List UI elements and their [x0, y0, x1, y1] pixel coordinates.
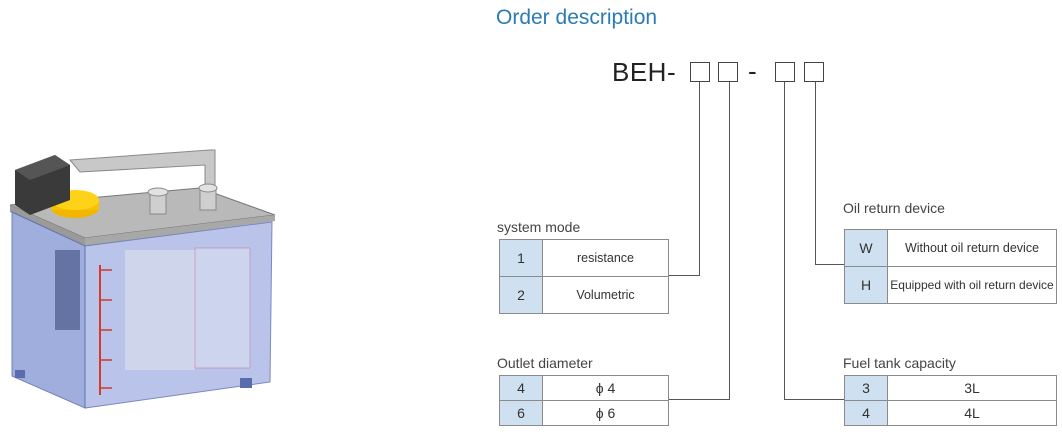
option-description: ϕ 6 — [542, 400, 669, 426]
code-separator: - — [748, 56, 757, 86]
code-slot-oil-return — [804, 62, 824, 82]
table-row: W Without oil return device — [844, 229, 1057, 267]
option-code: W — [844, 229, 888, 267]
option-code: H — [844, 266, 888, 304]
outlet-diameter-title: Outlet diameter — [497, 355, 593, 371]
model-code-prefix: BEH- — [612, 57, 677, 87]
option-code: 4 — [844, 400, 888, 426]
option-description: 4L — [887, 400, 1057, 426]
oil-return-table: W Without oil return device H Equipped w… — [844, 229, 1057, 304]
connector-line — [815, 264, 844, 265]
table-row: 1 resistance — [499, 239, 669, 277]
table-row: 4 4L — [844, 400, 1057, 426]
connector-line — [699, 82, 700, 276]
connector-line — [784, 82, 785, 400]
table-row: 6 ϕ 6 — [499, 400, 669, 426]
code-slot-outlet-diameter — [718, 62, 738, 82]
connector-line — [668, 399, 730, 400]
option-description: Equipped with oil return device — [887, 266, 1057, 304]
fuel-tank-capacity-title: Fuel tank capacity — [843, 355, 956, 371]
table-row: H Equipped with oil return device — [844, 266, 1057, 304]
connector-line — [815, 82, 816, 265]
option-description: ϕ 4 — [542, 375, 669, 401]
option-code: 6 — [499, 400, 543, 426]
connector-line — [668, 275, 700, 276]
code-slot-fuel-tank — [775, 62, 795, 82]
option-code: 2 — [499, 276, 543, 314]
table-row: 2 Volumetric — [499, 276, 669, 314]
order-description-title: Order description — [496, 6, 658, 29]
option-code: 3 — [844, 375, 888, 401]
option-description: 3L — [887, 375, 1057, 401]
lubrication-pump-image — [9, 149, 276, 409]
table-row: 3 3L — [844, 375, 1057, 401]
outlet-diameter-table: 4 ϕ 4 6 ϕ 6 — [499, 375, 669, 426]
oil-return-device-title: Oil return device — [843, 200, 945, 216]
connector-line — [729, 82, 730, 400]
option-code: 1 — [499, 239, 543, 277]
option-code: 4 — [499, 375, 543, 401]
option-description: Without oil return device — [887, 229, 1057, 267]
system-mode-title: system mode — [497, 219, 581, 235]
system-mode-table: 1 resistance 2 Volumetric — [499, 239, 669, 314]
option-description: resistance — [542, 239, 669, 277]
option-description: Volumetric — [542, 276, 669, 314]
fuel-tank-table: 3 3L 4 4L — [844, 375, 1057, 426]
code-slot-system-mode — [690, 62, 710, 82]
table-row: 4 ϕ 4 — [499, 375, 669, 401]
connector-line — [784, 399, 844, 400]
